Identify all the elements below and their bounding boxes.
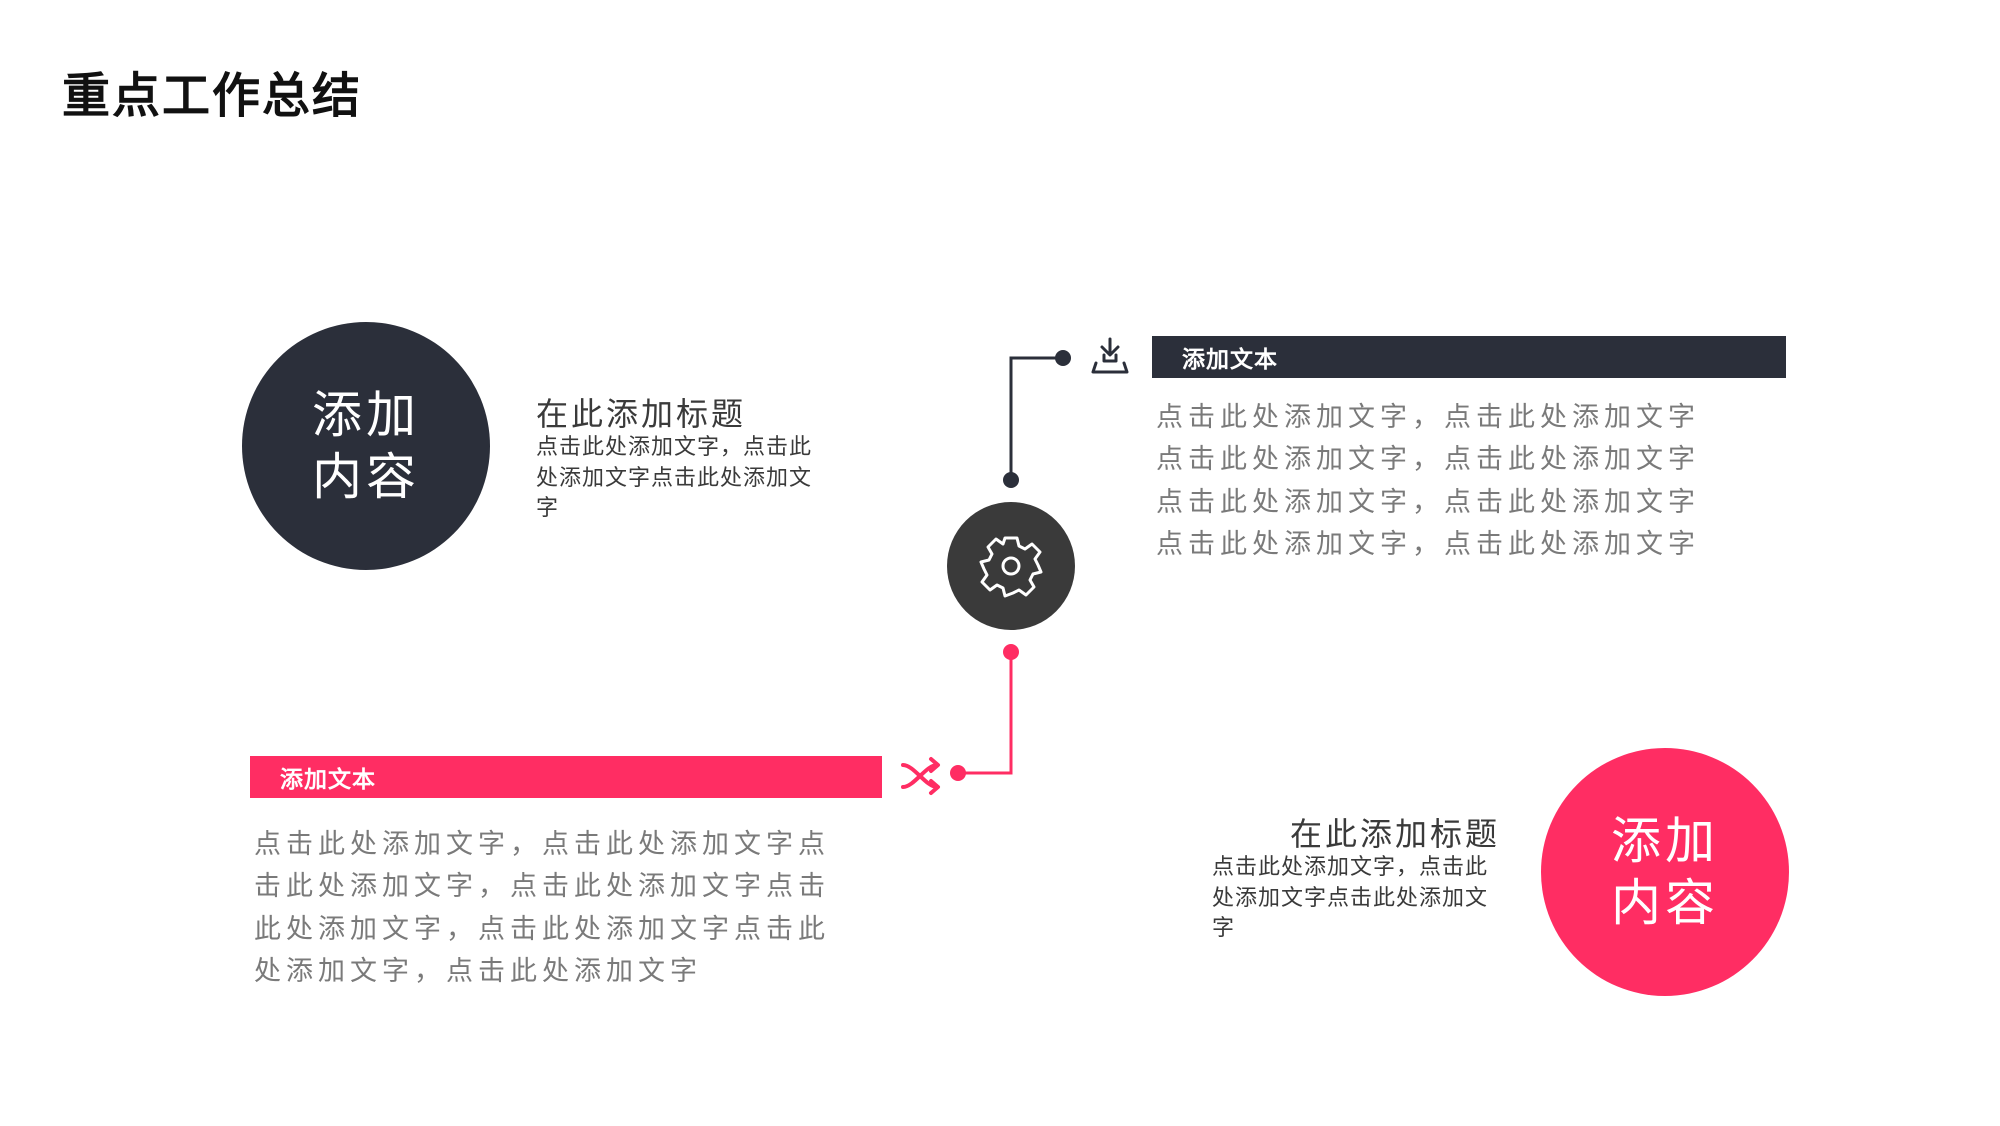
center-circle [947,502,1075,630]
left-paragraph-line-2: 击此处添加文字，点击此处添加文字点击 [254,871,830,903]
left-paragraph-line-1: 点击此处添加文字，点击此处添加文字点 [254,829,830,860]
right-circle-line-2: 内容 [1611,874,1719,932]
left-content-circle[interactable]: 添加 内容 [242,322,490,570]
left-circle-line-1: 添加 [312,385,420,444]
top-left-block-title: 在此添加标题 [536,395,747,433]
slide-title: 重点工作总结 [62,68,363,124]
bottom-right-text-block[interactable]: 在此添加标题 点击此处添加文字，点击此处添加文字点击此处添加文字 [1212,815,1508,944]
top-left-block-body: 点击此处添加文字，点击此处添加文字点击此处添加文字 [536,435,813,522]
pink-connector-dot-end [950,765,966,781]
pink-bar-label: 添加文本 [280,767,376,793]
left-circle-line-2: 内容 [312,448,420,506]
dark-connector-line [1009,356,1062,480]
bottom-right-block-body: 点击此处添加文字，点击此处添加文字点击此处添加文字 [1212,855,1489,942]
download-icon [1091,337,1129,374]
left-paragraph-line-3: 此处添加文字，点击此处添加文字点击此 [254,913,830,945]
pink-connector-line [958,652,1013,775]
dark-connector-dot-bottom [1003,472,1019,488]
shuffle-icon [901,757,940,795]
right-paragraph-line-2: 点击此处添加文字，点击此处添加文字 [1156,444,1700,476]
pink-text-bar[interactable]: 添加文本 [250,756,882,798]
right-content-circle[interactable]: 添加 内容 [1541,748,1789,996]
left-paragraph[interactable]: 点击此处添加文字，点击此处添加文字点 击此处添加文字，点击此处添加文字点击 此处… [254,824,894,994]
right-paragraph[interactable]: 点击此处添加文字，点击此处添加文字 点击此处添加文字，点击此处添加文字 点击此处… [1156,397,1776,567]
dark-connector-dot-top [1055,350,1071,366]
right-paragraph-line-1: 点击此处添加文字，点击此处添加文字 [1156,402,1700,433]
bottom-right-block-title: 在此添加标题 [1289,815,1500,853]
right-paragraph-line-3: 点击此处添加文字，点击此处添加文字 [1156,486,1700,518]
gear-icon [979,536,1043,598]
dark-bar-label: 添加文本 [1182,347,1278,373]
right-paragraph-line-4: 点击此处添加文字，点击此处添加文字 [1156,529,1700,561]
dark-text-bar[interactable]: 添加文本 [1152,336,1786,378]
pink-connector-dot-top [1003,644,1019,660]
left-paragraph-line-4: 处添加文字，点击此处添加文字 [254,956,702,988]
top-left-text-block[interactable]: 在此添加标题 点击此处添加文字，点击此处添加文字点击此处添加文字 [536,395,824,524]
right-circle-line-1: 添加 [1611,811,1719,870]
